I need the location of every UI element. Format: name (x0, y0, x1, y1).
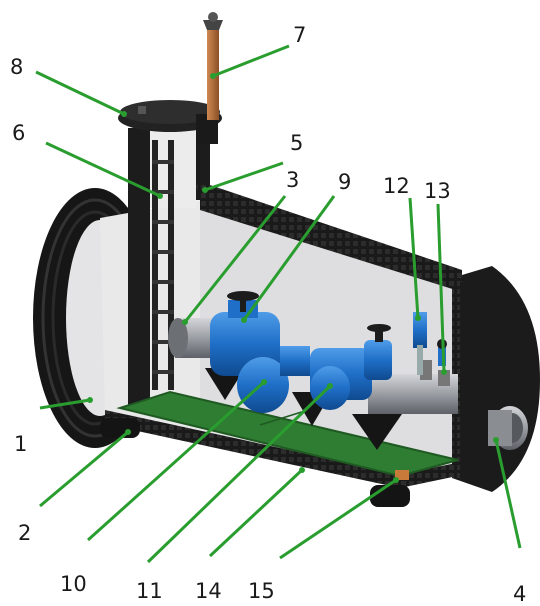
leader-5 (204, 161, 284, 192)
callout-label-7: 7 (293, 23, 307, 47)
leader-10 (86, 380, 266, 542)
callout-label-9: 9 (338, 170, 352, 194)
pipe-run (168, 318, 458, 414)
leader-3 (183, 195, 287, 323)
callout-label-11: 11 (136, 579, 163, 603)
callout-label-2: 2 (18, 521, 32, 545)
callout-label-12: 12 (383, 174, 410, 198)
callout-label-4: 4 (513, 582, 527, 606)
leader-2 (39, 430, 129, 508)
leader-9 (242, 195, 336, 321)
callout-label-5: 5 (290, 131, 304, 155)
leader-13 (436, 203, 446, 373)
leader-11 (146, 384, 332, 564)
leader-1 (39, 398, 91, 410)
leader-6 (45, 141, 161, 198)
callout-label-10: 10 (60, 572, 87, 596)
backflow-valve-assembly (210, 291, 447, 413)
leader-lines (35, 44, 522, 564)
leader-8 (35, 70, 125, 116)
leader-12 (408, 197, 420, 319)
callout-label-14: 14 (195, 579, 222, 603)
callout-label-13: 13 (424, 179, 451, 203)
callout-label-6: 6 (12, 121, 26, 145)
leader-14 (208, 468, 304, 558)
access-shaft (118, 100, 462, 408)
callout-label-1: 1 (14, 432, 28, 456)
side-nozzle (488, 406, 528, 450)
floor-grating (116, 390, 459, 480)
leader-4 (494, 439, 522, 549)
callout-label-3: 3 (286, 168, 300, 192)
leader-dots (87, 73, 499, 483)
callout-label-15: 15 (248, 579, 275, 603)
ladder (152, 140, 174, 390)
leader-15 (279, 478, 397, 560)
leader-7 (212, 44, 290, 78)
callout-label-8: 8 (10, 55, 24, 79)
